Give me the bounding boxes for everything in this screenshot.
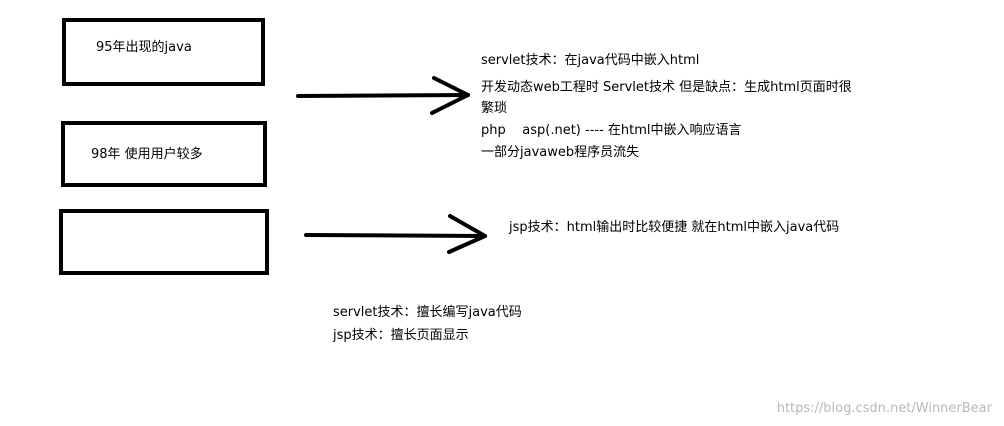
watermark-url: https://blog.csdn.net/WinnerBear [776,401,992,416]
arrow-to-servlet [296,76,470,115]
box-java-1995-label: 95年出现的java [96,40,192,55]
jsp-note: jsp技术：html输出时比较便捷 就在html中嵌入java代码 [509,220,840,235]
servlet-note-line1: servlet技术：在java代码中嵌入html [481,53,700,68]
servlet-note-line2a: 开发动态web工程时 Servlet技术 但是缺点：生成html页面时很 [481,80,852,95]
summary-servlet: servlet技术：擅长编写java代码 [333,305,522,320]
box-users-1998-label: 98年 使用用户较多 [91,147,203,162]
box-empty [59,209,269,275]
box-users-1998: 98年 使用用户较多 [61,121,267,187]
servlet-note-line4: 一部分javaweb程序员流失 [481,145,640,160]
box-java-1995: 95年出现的java [62,18,265,86]
servlet-note-line2b: 繁琐 [481,101,508,116]
summary-jsp: jsp技术：擅长页面显示 [333,328,469,343]
servlet-note-line3: php asp(.net) ---- 在html中嵌入响应语言 [481,123,742,138]
arrow-to-jsp [304,214,487,254]
